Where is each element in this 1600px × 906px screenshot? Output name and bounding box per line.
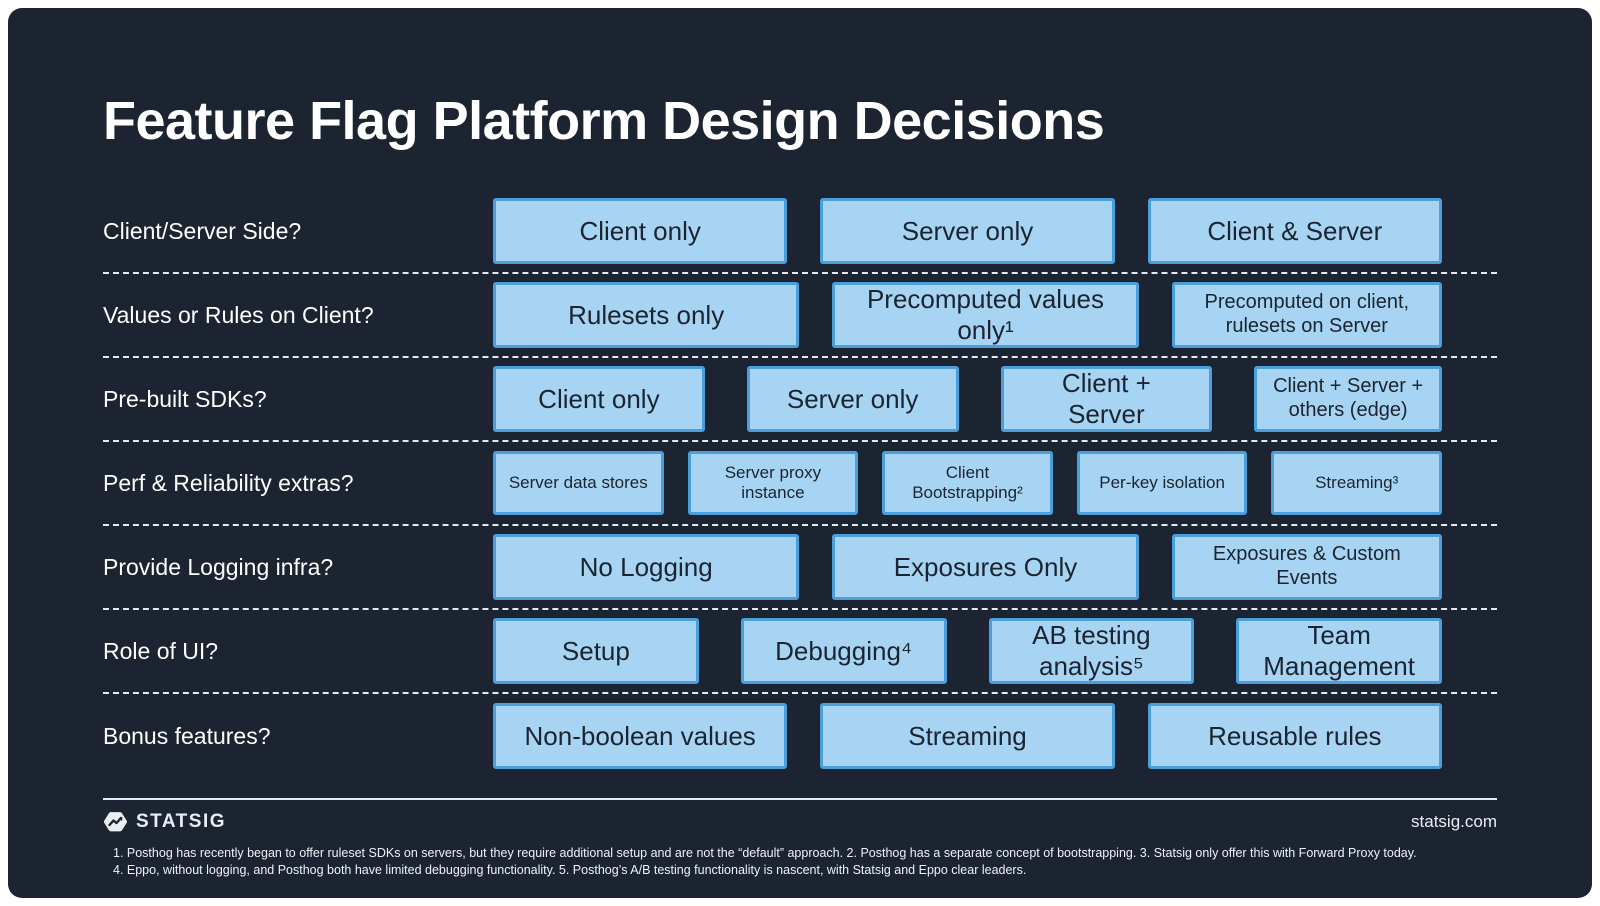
option-box: Per-key isolation bbox=[1076, 451, 1248, 515]
option-box: Precomputed on client, rulesets on Serve… bbox=[1171, 282, 1442, 348]
row-options: No Logging Exposures Only Exposures & Cust… bbox=[493, 534, 1442, 600]
option-box: Exposures Only bbox=[832, 534, 1139, 600]
decision-row: Role of UI? Setup Debugging⁴ AB testing ana… bbox=[103, 610, 1497, 694]
row-label: Role of UI? bbox=[103, 637, 219, 664]
option-box: Setup bbox=[493, 618, 699, 684]
option-box: Client + Server bbox=[1000, 366, 1213, 432]
row-label: Pre-built SDKs? bbox=[103, 385, 267, 412]
site-url: statsig.com bbox=[1411, 812, 1497, 831]
row-label: Values or Rules on Client? bbox=[103, 301, 374, 328]
option-box: Precomputed values only¹ bbox=[832, 282, 1139, 348]
option-box: Rulesets only bbox=[493, 282, 800, 348]
option-box: Exposures & Custom Events bbox=[1171, 534, 1442, 600]
option-box: Client only bbox=[493, 366, 705, 432]
option-box: Server proxy instance bbox=[687, 451, 859, 515]
decision-row: Client/Server Side? Client only Server onl… bbox=[103, 190, 1497, 274]
footer: STATSIG statsig.com 1. Posthog has recen… bbox=[103, 798, 1497, 879]
decision-row: Provide Logging infra? No Logging Exposure… bbox=[103, 526, 1497, 610]
option-box: Streaming bbox=[820, 703, 1115, 769]
option-box: Server only bbox=[746, 366, 959, 432]
option-box: Client only bbox=[493, 198, 788, 264]
option-box: Non-boolean values bbox=[493, 703, 788, 769]
row-options: Client only Server only Client + Server Cli… bbox=[493, 366, 1442, 432]
row-label: Perf & Reliability extras? bbox=[103, 469, 354, 496]
row-options: Client only Server only Client & Server bbox=[493, 198, 1442, 264]
row-label: Bonus features? bbox=[103, 722, 271, 749]
option-box: Server only bbox=[820, 198, 1115, 264]
page-title: Feature Flag Platform Design Decisions bbox=[103, 91, 1105, 151]
option-box: Reusable rules bbox=[1147, 703, 1442, 769]
footnote-line-2: 4. Eppo, without logging, and Posthog bo… bbox=[113, 862, 1027, 877]
brand-name: STATSIG bbox=[136, 811, 227, 832]
statsig-logo-icon bbox=[103, 810, 128, 834]
option-box: AB testing analysis⁵ bbox=[988, 618, 1195, 684]
footnotes: 1. Posthog has recently began to offer r… bbox=[103, 845, 1497, 879]
option-box: Client + Server + others (edge) bbox=[1254, 366, 1442, 432]
statsig-brand: STATSIG bbox=[103, 810, 226, 834]
footnote-line-1: 1. Posthog has recently began to offer r… bbox=[113, 846, 1417, 860]
row-options: Setup Debugging⁴ AB testing analysis⁵ Team … bbox=[493, 618, 1442, 684]
row-options: Non-boolean values Streaming Reusable rule… bbox=[493, 703, 1442, 769]
option-box: Streaming³ bbox=[1271, 451, 1442, 515]
option-box: Debugging⁴ bbox=[740, 618, 947, 684]
decision-row: Bonus features? Non-boolean values Streami… bbox=[103, 694, 1497, 778]
option-box: Client Bootstrapping² bbox=[882, 451, 1053, 515]
decision-row: Perf & Reliability extras? Server data st… bbox=[103, 442, 1497, 526]
row-options: Server data stores Server proxy instance C… bbox=[493, 451, 1442, 515]
decision-row: Values or Rules on Client? Rulesets only P… bbox=[103, 274, 1497, 358]
option-box: Client & Server bbox=[1147, 198, 1442, 264]
option-box: Team Management bbox=[1236, 618, 1442, 684]
option-box: Server data stores bbox=[493, 451, 664, 515]
row-options: Rulesets only Precomputed values only¹ Pre… bbox=[493, 282, 1442, 348]
row-label: Provide Logging infra? bbox=[103, 553, 334, 580]
slide-frame: Feature Flag Platform Design Decisions C… bbox=[8, 8, 1592, 898]
option-box: No Logging bbox=[493, 534, 800, 600]
row-label: Client/Server Side? bbox=[103, 217, 302, 244]
